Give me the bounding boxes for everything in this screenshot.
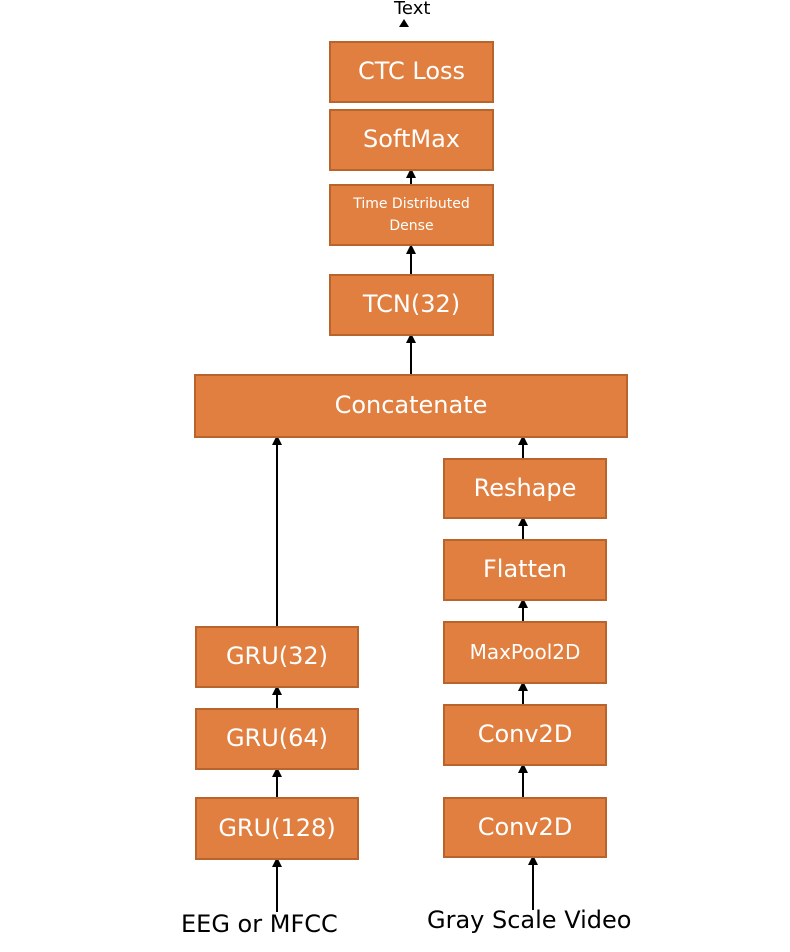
- gray-scale-video-input-label: Gray Scale Video: [427, 906, 632, 934]
- gru-64-box: GRU(64): [195, 708, 359, 770]
- reshape-box: Reshape: [443, 458, 607, 519]
- gru-32-box: GRU(32): [195, 626, 359, 688]
- arrow-ctc-to-text: [399, 19, 409, 27]
- softmax-box: SoftMax: [329, 109, 494, 171]
- concatenate-box: Concatenate: [194, 374, 628, 438]
- flatten-box: Flatten: [443, 539, 607, 601]
- eeg-mfcc-input-label: EEG or MFCC: [181, 910, 338, 938]
- gru-128-box: GRU(128): [195, 797, 359, 860]
- conv2d-box-upper: Conv2D: [443, 704, 607, 766]
- maxpool2d-box: MaxPool2D: [443, 621, 607, 684]
- output-text-label: Text: [394, 0, 431, 19]
- time-distributed-dense-box: Time Distributed Dense: [329, 184, 494, 246]
- tcn-box: TCN(32): [329, 274, 494, 336]
- ctc-loss-box: CTC Loss: [329, 41, 494, 103]
- conv2d-box-lower: Conv2D: [443, 797, 607, 858]
